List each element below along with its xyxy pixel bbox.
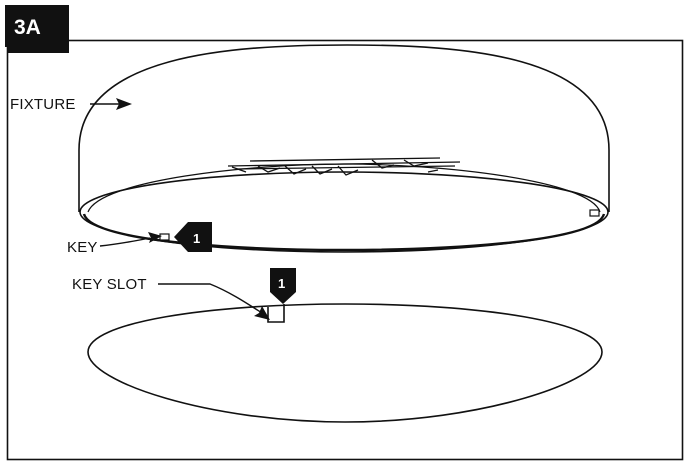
fixture-right-tab [589,209,600,217]
key-slot [267,304,285,323]
key-slot-label: KEY SLOT [72,276,147,293]
step-tag-label: 3A [14,16,41,39]
fixture-inner-hardware [227,157,461,176]
key-arrow [99,232,162,247]
key-slot-step-badge: 1 [270,268,296,304]
key-label: KEY [67,239,98,256]
diagram-frame [6,39,684,461]
key-step-badge: 1 [174,222,212,252]
key-slot-arrow [158,283,270,320]
fixture-label: FIXTURE [10,96,76,113]
fixture-drawing [78,44,610,253]
fixture-dome [78,44,610,212]
fixture-arrow [90,98,132,110]
step-tag: 3A [5,5,69,53]
key-slot-step-badge-number: 1 [278,276,285,291]
key-step-badge-number: 1 [193,231,200,246]
base-plate [87,303,603,423]
fixture-key-tab [159,233,170,241]
base-plate-drawing [87,303,603,423]
